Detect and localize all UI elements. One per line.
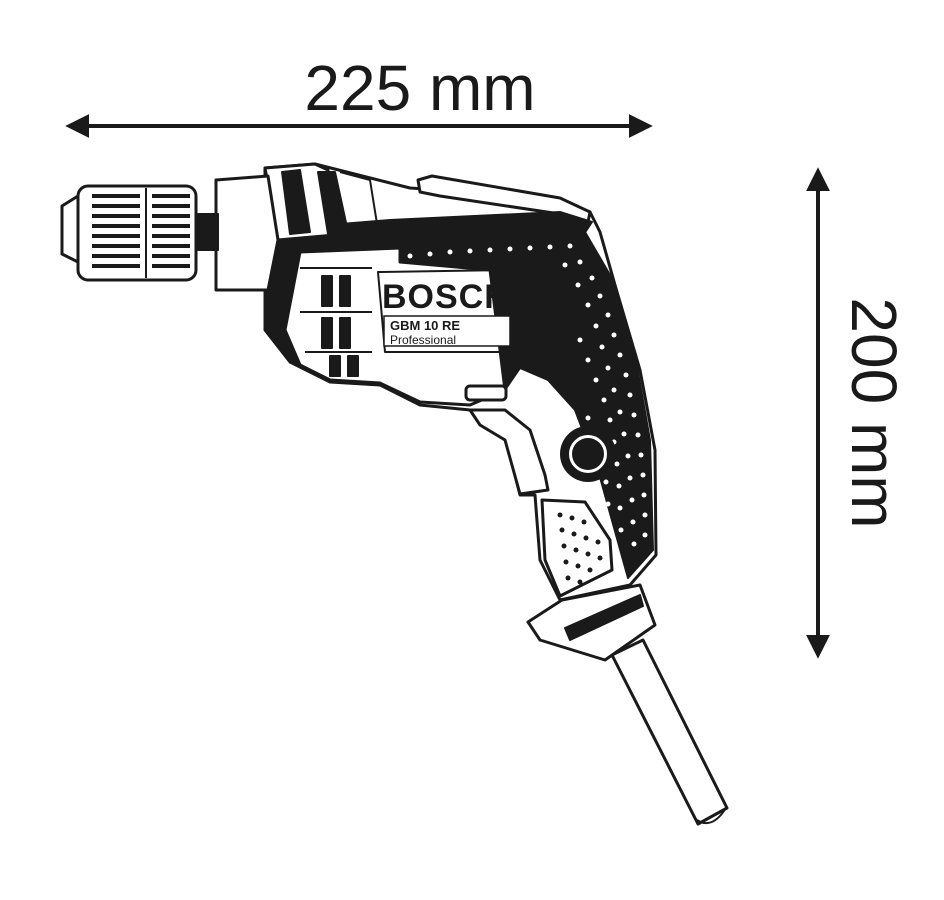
drill-housing: BOSCH GBM 10 RE Professional	[263, 162, 658, 602]
height-dimension: 200 mm	[806, 167, 910, 659]
direction-switch	[560, 426, 616, 482]
width-dimension-label: 225 mm	[304, 52, 535, 124]
model-name: GBM 10 RE	[390, 318, 460, 333]
grip-texture	[407, 243, 648, 547]
chuck-ridges	[92, 194, 190, 268]
motor-vents	[300, 267, 372, 377]
handle-base	[526, 583, 657, 662]
drill-illustration: BOSCH GBM 10 RE Professional	[60, 162, 729, 826]
height-dimension-label: 200 mm	[838, 297, 910, 528]
width-dimension: 225 mm	[65, 52, 653, 138]
trigger	[464, 384, 550, 496]
grip-vents	[517, 275, 575, 369]
power-cord	[610, 638, 729, 826]
product-label: BOSCH GBM 10 RE Professional	[377, 269, 519, 353]
brand-logo-text: BOSCH	[382, 278, 510, 316]
product-line: Professional	[390, 333, 456, 347]
gear-housing	[197, 174, 280, 292]
handle-grip	[540, 498, 614, 598]
keyless-chuck	[60, 184, 198, 282]
motor-cap	[263, 162, 379, 242]
